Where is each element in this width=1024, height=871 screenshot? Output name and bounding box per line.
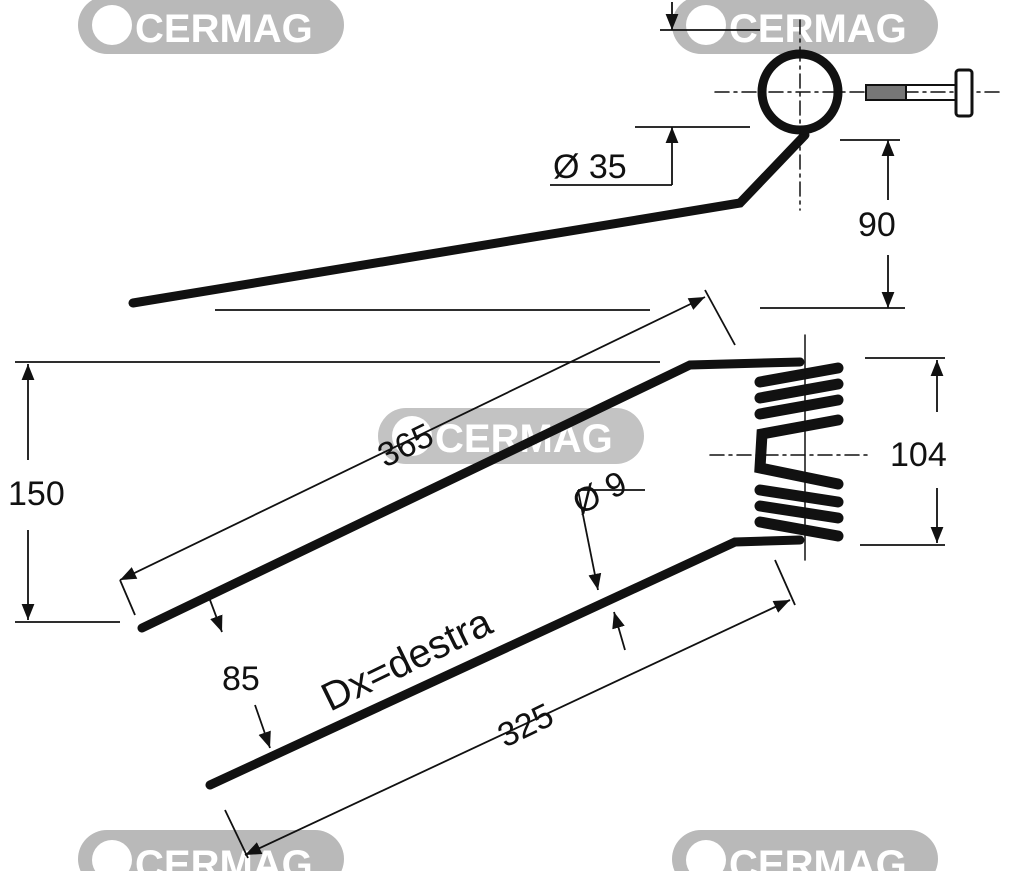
watermark-logo: CERMAG [78, 830, 344, 871]
total-height-label: 150 [8, 475, 65, 513]
eye-height-label: 90 [858, 206, 896, 244]
watermark-logo: CERMAG [672, 0, 938, 54]
watermark-logo: CERMAG [672, 830, 938, 871]
dimension-lines-side [15, 289, 945, 859]
short-tine-label: 325 [492, 696, 560, 755]
svg-text:CERMAG: CERMAG [135, 843, 313, 871]
svg-text:CERMAG: CERMAG [729, 843, 907, 871]
watermark-logo: CERMAG [78, 0, 344, 54]
svg-text:CERMAG: CERMAG [135, 7, 313, 51]
coil-width-label: 104 [890, 436, 947, 474]
tine-spacing-label: 85 [222, 660, 260, 698]
bolt-icon [865, 68, 974, 118]
svg-text:CERMAG: CERMAG [435, 417, 613, 461]
top-view-tine [128, 19, 1001, 308]
wire-diameter-label: Ø 9 [567, 464, 633, 522]
eye-diameter-label: Ø 35 [553, 148, 627, 186]
svg-text:CERMAG: CERMAG [729, 7, 907, 51]
